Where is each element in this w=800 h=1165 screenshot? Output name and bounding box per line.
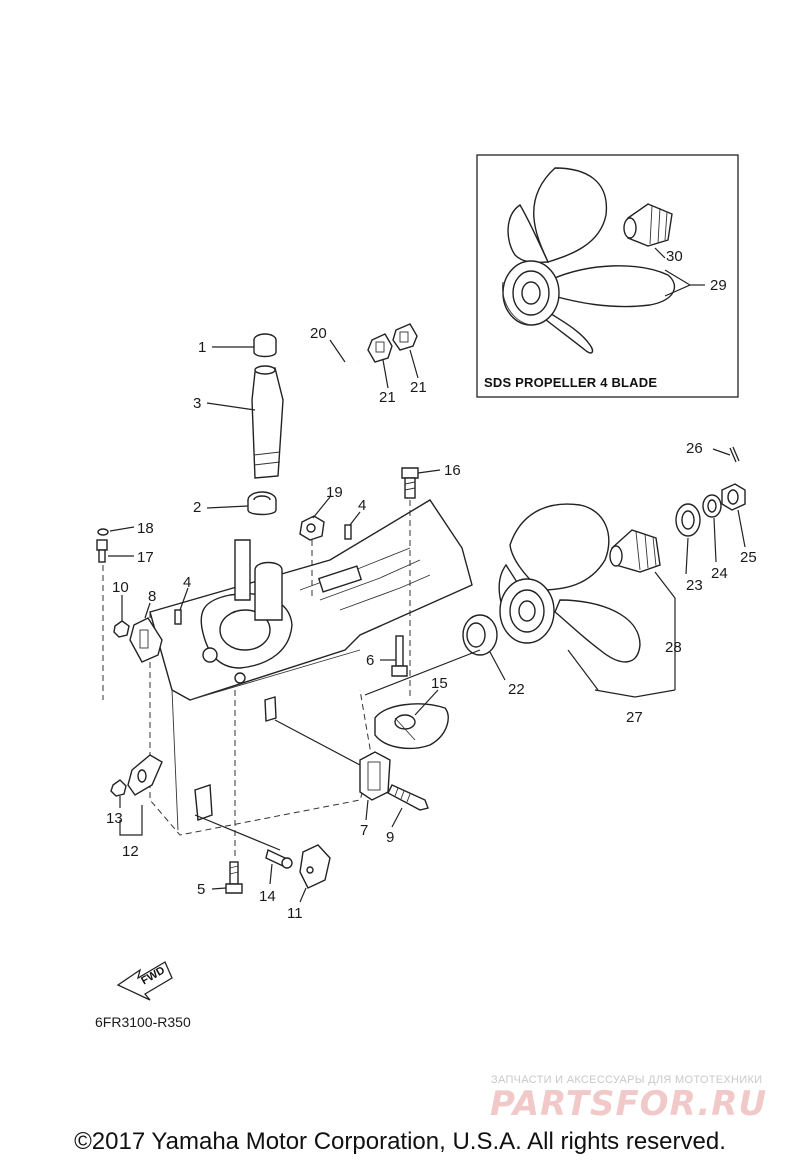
callout-23: 23 bbox=[686, 577, 703, 594]
grommet-2 bbox=[247, 491, 277, 516]
inset-propeller bbox=[502, 167, 676, 354]
callout-21b: 21 bbox=[410, 379, 427, 396]
callout-4a: 4 bbox=[183, 574, 191, 591]
leader-30 bbox=[654, 247, 666, 259]
clip-21a bbox=[367, 333, 393, 363]
callout-8: 8 bbox=[148, 588, 156, 605]
callout-20: 20 bbox=[310, 325, 327, 342]
callout-30: 30 bbox=[666, 248, 683, 265]
callout-13: 13 bbox=[106, 810, 123, 827]
callout-19: 19 bbox=[326, 484, 343, 501]
water-pipe-20 bbox=[303, 360, 359, 515]
propeller bbox=[498, 503, 641, 663]
callout-12: 12 bbox=[122, 843, 139, 860]
callout-5: 5 bbox=[197, 881, 205, 898]
anode-15 bbox=[374, 703, 449, 750]
watermark: ЗАПЧАСТИ И АКСЕССУАРЫ ДЛЯ МОТОТЕХНИКИ PA… bbox=[490, 1074, 767, 1120]
callout-9: 9 bbox=[386, 829, 394, 846]
cotter-pin-26 bbox=[729, 446, 740, 463]
callout-26: 26 bbox=[686, 440, 703, 457]
callout-27: 27 bbox=[626, 709, 643, 726]
watermark-brand: PARTSFOR.RU bbox=[490, 1084, 767, 1120]
copyright-notice: ©2017 Yamaha Motor Corporation, U.S.A. A… bbox=[74, 1128, 726, 1155]
callout-15: 15 bbox=[431, 675, 448, 692]
seal-1 bbox=[253, 333, 277, 358]
nut-25 bbox=[721, 483, 746, 511]
inset-spline-hub bbox=[623, 203, 673, 247]
watermark-tagline: ЗАПЧАСТИ И АКСЕССУАРЫ ДЛЯ МОТОТЕХНИКИ bbox=[491, 1074, 762, 1086]
nut-10 bbox=[113, 620, 130, 638]
plate-8 bbox=[129, 617, 163, 663]
callout-numbers: 1 2 3 4 4 5 6 7 8 9 10 11 12 13 14 15 16… bbox=[106, 325, 757, 922]
callout-2: 2 bbox=[193, 499, 201, 516]
callout-1: 1 bbox=[198, 339, 206, 356]
plug-17 bbox=[96, 539, 108, 563]
diagram-code: 6FR3100-R350 bbox=[95, 1014, 191, 1030]
leader-lines bbox=[108, 339, 746, 903]
callout-16: 16 bbox=[444, 462, 461, 479]
clip-21b bbox=[392, 323, 418, 351]
inset-title: SDS PROPELLER 4 BLADE bbox=[484, 375, 657, 390]
bolt-16 bbox=[401, 467, 419, 499]
thrust-washer-23 bbox=[675, 503, 701, 537]
seal-19 bbox=[299, 515, 325, 541]
fwd-direction-arrow: FWD bbox=[116, 961, 173, 1001]
callout-6: 6 bbox=[366, 652, 374, 669]
sds-propeller-inset: 30 29 SDS PROPELLER 4 BLADE bbox=[476, 154, 739, 398]
spacer-22 bbox=[462, 614, 498, 656]
callout-28: 28 bbox=[665, 639, 682, 656]
bolt-6 bbox=[391, 635, 408, 677]
lower-casing bbox=[149, 499, 473, 836]
callout-21a: 21 bbox=[379, 389, 396, 406]
callout-29: 29 bbox=[710, 277, 727, 294]
callout-18: 18 bbox=[137, 520, 154, 537]
water-tube-3 bbox=[251, 365, 284, 479]
cover-12 bbox=[127, 754, 163, 796]
callout-3: 3 bbox=[193, 395, 201, 412]
bolt-14 bbox=[265, 849, 293, 869]
callout-22: 22 bbox=[508, 681, 525, 698]
callout-10: 10 bbox=[112, 579, 129, 596]
grommet-7 bbox=[359, 751, 391, 801]
exploded-parts-diagram: 30 29 SDS PROPELLER 4 BLADE bbox=[95, 154, 767, 1120]
callout-11: 11 bbox=[287, 905, 303, 922]
callout-17: 17 bbox=[137, 549, 154, 566]
dowel-pin-4b bbox=[344, 524, 352, 540]
bolt-9 bbox=[387, 784, 429, 811]
washer-24 bbox=[702, 494, 722, 518]
dowel-pin-4a bbox=[174, 609, 182, 625]
callout-25: 25 bbox=[740, 549, 757, 566]
callout-4b: 4 bbox=[358, 497, 366, 514]
cover-11 bbox=[299, 844, 331, 889]
nut-13 bbox=[110, 779, 127, 797]
gasket-18 bbox=[97, 528, 109, 536]
spline-hub-28 bbox=[609, 529, 661, 573]
callout-24: 24 bbox=[711, 565, 728, 582]
callout-7: 7 bbox=[360, 822, 368, 839]
callout-14: 14 bbox=[259, 888, 276, 905]
bolt-5 bbox=[225, 861, 243, 894]
